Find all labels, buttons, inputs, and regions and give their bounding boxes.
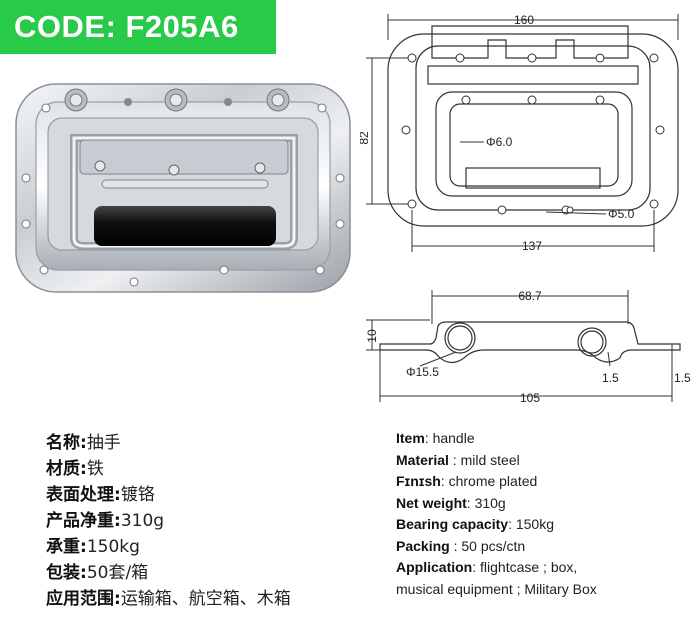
dim-thickness-b: 1.5 xyxy=(674,371,691,385)
product-photo xyxy=(15,83,351,293)
spec-en-row: Net weight: 310g xyxy=(396,494,506,511)
dim-hole-large: Φ6.0 xyxy=(486,135,513,149)
outline-plate xyxy=(387,33,679,227)
rubber-grip xyxy=(94,206,276,246)
top-rivets xyxy=(64,88,290,112)
dim-height: 82 xyxy=(360,131,371,145)
spec-en-row: Application: flightcase ; box, xyxy=(396,559,578,575)
spec-cn-row: 应用范围:运输箱、航空箱、木箱 xyxy=(46,589,291,609)
spec-en-row: Packing : 50 pcs/ctn xyxy=(396,537,526,554)
spec-cn-row: 名称:抽手 xyxy=(46,433,121,453)
spec-cn-row: 产品净重:310g xyxy=(46,511,165,531)
dim-hole-small: Φ5.0 xyxy=(608,207,635,221)
spec-cn-row: 表面处理:镀铬 xyxy=(46,485,155,505)
dim-tube-dia: Φ15.5 xyxy=(406,365,439,379)
dim-section-top: 68.7 xyxy=(518,289,542,303)
spec-en-row: Fɪnɪsh: chrome plated xyxy=(396,473,538,489)
spec-en-row: musical equipment ; Military Box xyxy=(396,580,597,597)
spec-cn-row: 材质:铁 xyxy=(46,459,104,479)
spec-en-row: Material : mild steel xyxy=(396,451,520,468)
spec-en-row: Bearing capacity: 150kg xyxy=(396,516,554,532)
dim-top-width: 160 xyxy=(514,13,534,27)
product-code-badge: CODE: F205A6 xyxy=(0,0,276,54)
spec-list-english: Item: handle Material : mild steel Fɪnɪs… xyxy=(396,428,597,600)
spec-en-row: Item: handle xyxy=(396,430,475,446)
dim-section-height: 10 xyxy=(365,329,379,343)
technical-drawing: 160 82 137 Φ6.0 Φ5.0 68.7 10 Φ15.5 1.5 1… xyxy=(360,13,691,405)
dim-thickness-a: 1.5 xyxy=(602,371,619,385)
spec-list-chinese: 名称:抽手 材质:铁 表面处理:镀铬 产品净重:310g 承重:150kg 包装… xyxy=(46,430,291,612)
dim-section-width: 105 xyxy=(520,391,540,405)
spec-cn-row: 包装:50套/箱 xyxy=(46,563,149,583)
dim-inner-width: 137 xyxy=(522,239,542,253)
section-view xyxy=(379,321,681,364)
spec-cn-row: 承重:150kg xyxy=(46,537,140,557)
